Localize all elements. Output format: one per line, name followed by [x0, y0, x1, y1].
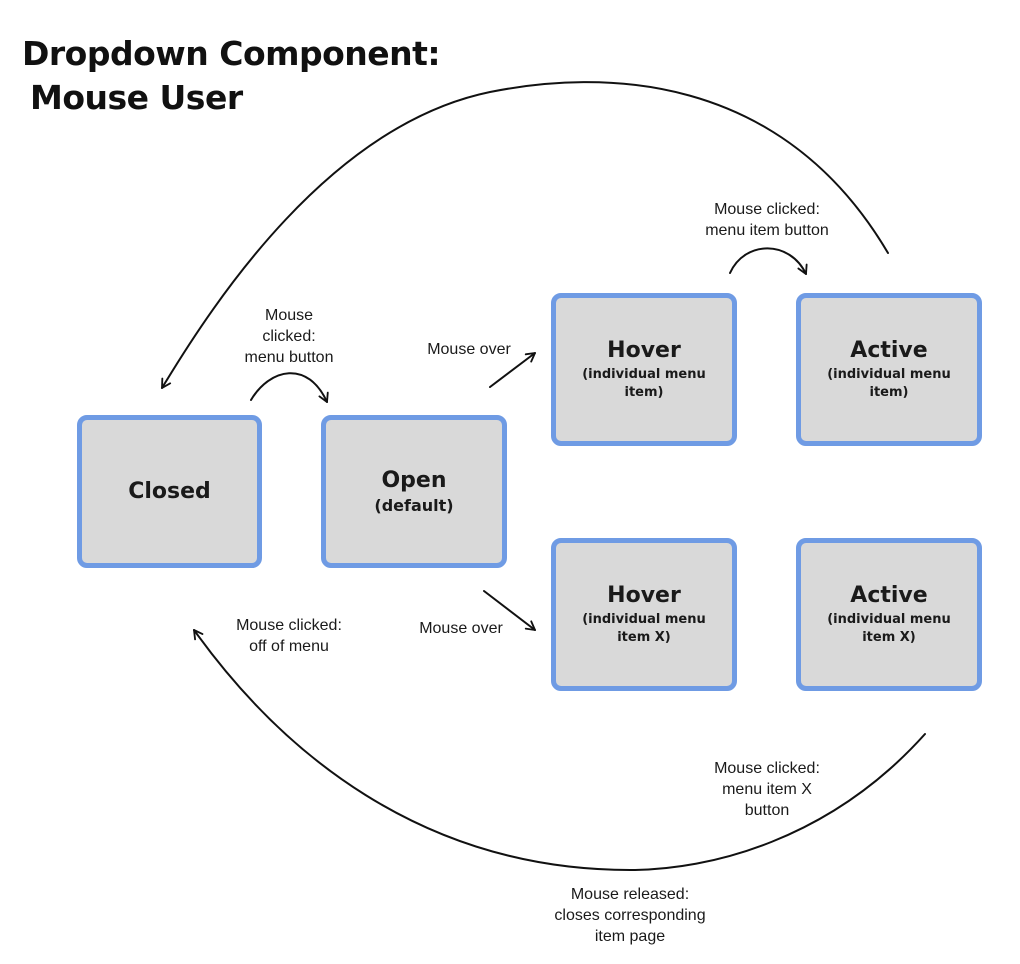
edge-open-to-hover-bottom	[483, 590, 536, 631]
label-click-menu-button: Mouse clicked: menu button	[244, 307, 334, 366]
title-line-1: Dropdown Component:	[22, 34, 441, 73]
diagram-title: Dropdown Component: Mouse User	[22, 32, 441, 120]
label-mouse-over-top: Mouse over	[427, 341, 511, 358]
edge-hover-to-active	[729, 247, 808, 275]
label-mouse-over-bottom: Mouse over	[419, 620, 503, 637]
state-closed: Closed	[77, 415, 262, 568]
label-mouse-released: Mouse released: closes corresponding ite…	[554, 886, 706, 945]
state-open-name: Open	[381, 467, 447, 493]
state-hover-item-name: Hover	[607, 337, 681, 363]
state-active-item: Active (individual menu item)	[796, 293, 982, 446]
state-active-item-sub: (individual menu item)	[827, 366, 951, 400]
state-active-item-x-sub: (individual menu item X)	[827, 611, 951, 645]
title-line-2: Mouse User	[30, 78, 243, 117]
state-active-item-name: Active	[850, 337, 928, 363]
edge-active-to-closed	[161, 81, 889, 389]
edge-open-to-closed	[193, 629, 926, 872]
state-hover-item-x-sub: (individual menu item X)	[582, 611, 706, 645]
edge-open-to-hover-top	[489, 352, 536, 388]
state-hover-item-x-name: Hover	[607, 582, 681, 608]
state-hover-item-x: Hover (individual menu item X)	[551, 538, 737, 691]
state-active-item-x: Active (individual menu item X)	[796, 538, 982, 691]
state-hover-item-sub: (individual menu item)	[582, 366, 706, 400]
edge-closed-to-open	[250, 372, 329, 403]
state-active-item-x-name: Active	[850, 582, 928, 608]
state-open-sub: (default)	[374, 495, 454, 515]
state-open: Open (default)	[321, 415, 507, 568]
state-hover-item: Hover (individual menu item)	[551, 293, 737, 446]
label-click-menu-item-x-button: Mouse clicked: menu item X button	[714, 760, 820, 819]
state-closed-name: Closed	[128, 478, 211, 504]
label-click-off-menu: Mouse clicked: off of menu	[236, 617, 342, 655]
label-click-menu-item-button: Mouse clicked: menu item button	[705, 201, 829, 239]
